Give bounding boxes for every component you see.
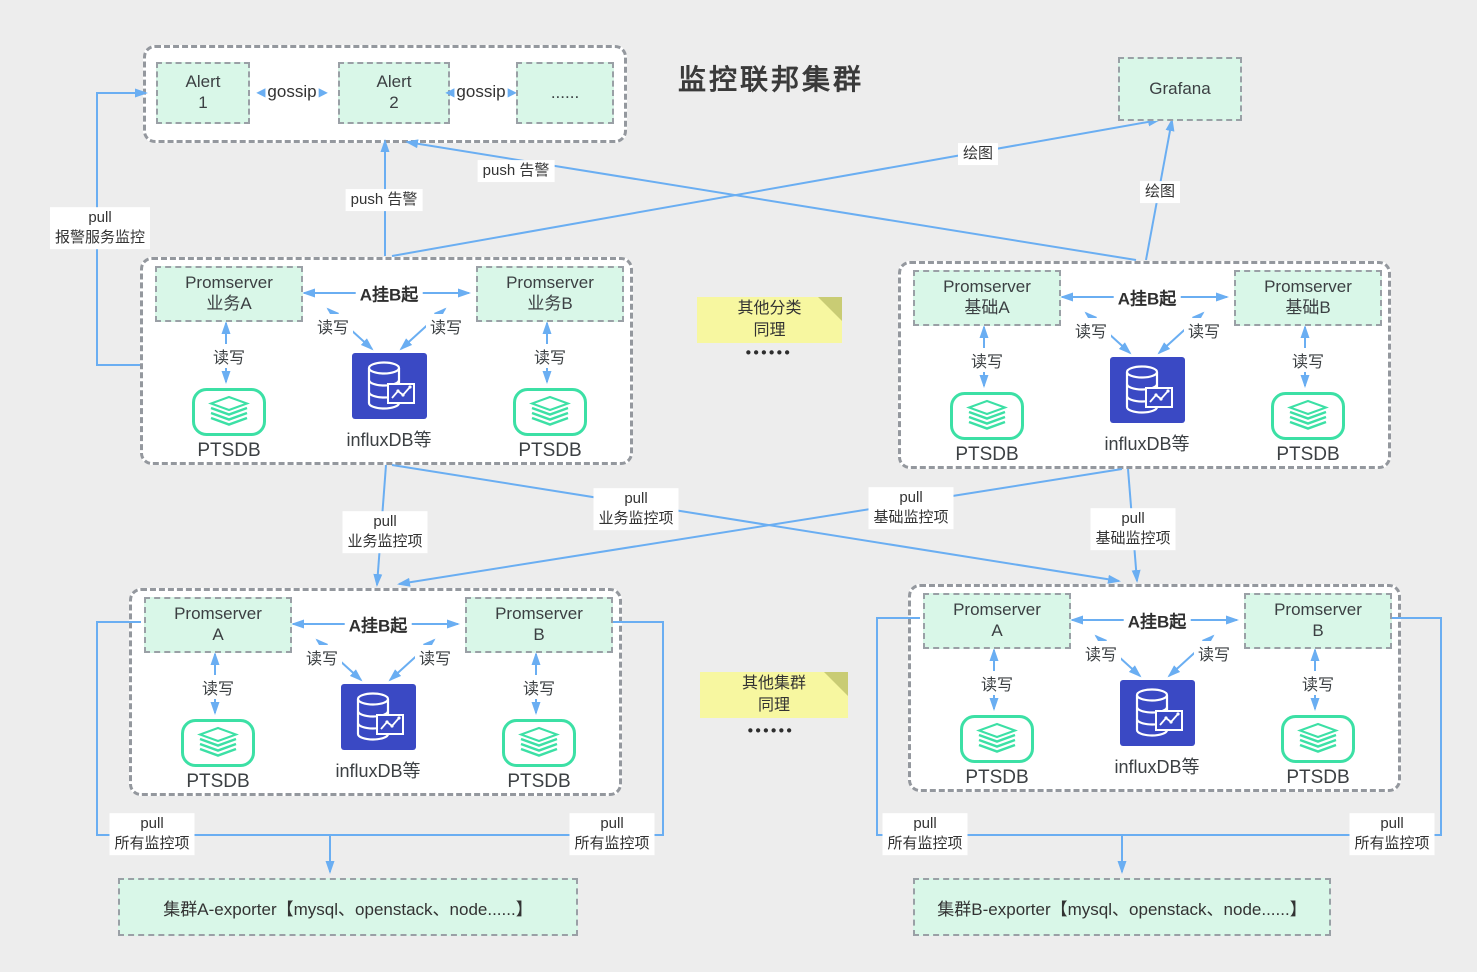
read-write-label: 读写 [976, 671, 1018, 695]
ha-failover-label: A挂B起 [355, 280, 423, 306]
alert-1-node: Alert 1 [156, 62, 250, 124]
ptsdb-icon [513, 388, 587, 436]
arrow-right-icon: ▶ [507, 85, 517, 99]
read-write-label: 读写 [301, 645, 343, 669]
influxdb-label: influxDB等 [346, 430, 432, 450]
sticky-note-other-clusters: 其他集群同理 [700, 672, 848, 718]
ptsdb-icon [192, 388, 266, 436]
note-fold-corner [818, 297, 842, 321]
arrow-left-icon: ◀ [445, 85, 455, 99]
edge-label-push-alert-left: push 告警 [345, 189, 423, 211]
ptsdb-label: PTSDB [197, 440, 261, 461]
arrow-left-icon: ◀ [256, 85, 266, 99]
influxdb-icon [1110, 357, 1185, 423]
gossip-link-right: ◀ gossip ▶ [445, 82, 517, 101]
page-title: 监控联邦集群 [678, 64, 865, 95]
read-write-label: 读写 [1297, 671, 1339, 695]
read-write-label: 读写 [1183, 318, 1225, 342]
read-write-label: 读写 [1193, 641, 1235, 665]
read-write-label: 读写 [529, 344, 571, 368]
ellipsis-dots: •••••• [747, 722, 795, 740]
ha-failover-label: A挂B起 [1113, 284, 1181, 310]
cluster-b-exporter-node: 集群B-exporter【mysql、openstack、node......】 [913, 878, 1331, 936]
ptsdb-icon [950, 392, 1024, 440]
read-write-label: 读写 [518, 675, 560, 699]
alert-more-node: ...... [516, 62, 614, 124]
influxdb-icon [352, 353, 427, 419]
arrow-right-icon: ▶ [318, 85, 328, 99]
alert-2-node: Alert 2 [338, 62, 450, 124]
read-write-label: 读写 [197, 675, 239, 699]
edge-label-draw-left: 绘图 [957, 143, 999, 165]
ptsdb-icon [1271, 392, 1345, 440]
cluster-a-exporter-node: 集群A-exporter【mysql、openstack、node......】 [118, 878, 578, 936]
ha-failover-label: A挂B起 [1123, 607, 1191, 633]
influxdb-label: influxDB等 [335, 761, 421, 781]
influxdb-icon [341, 684, 416, 750]
ptsdb-label: PTSDB [186, 771, 250, 792]
ptsdb-label: PTSDB [507, 771, 571, 792]
ptsdb-icon [502, 719, 576, 767]
influxdb-icon [1120, 680, 1195, 746]
read-write-label: 读写 [966, 348, 1008, 372]
ptsdb-icon [1281, 715, 1355, 763]
ptsdb-label: PTSDB [955, 444, 1019, 465]
read-write-label: 读写 [425, 314, 467, 338]
read-write-label: 读写 [1070, 318, 1112, 342]
ptsdb-icon [181, 719, 255, 767]
ha-failover-label: A挂B起 [344, 611, 412, 637]
ellipsis-dots: •••••• [745, 344, 793, 362]
read-write-label: 读写 [414, 645, 456, 669]
read-write-label: 读写 [312, 314, 354, 338]
read-write-label: 读写 [1080, 641, 1122, 665]
read-write-label: 读写 [1287, 348, 1329, 372]
ptsdb-label: PTSDB [965, 767, 1029, 788]
sticky-note-other-categories: 其他分类同理 [697, 297, 842, 343]
edge-label-draw-right: 绘图 [1139, 181, 1181, 203]
gossip-link-left: ◀ gossip ▶ [256, 82, 328, 101]
influxdb-label: influxDB等 [1104, 434, 1190, 454]
ptsdb-label: PTSDB [1286, 767, 1350, 788]
grafana-node: Grafana [1118, 57, 1242, 121]
note-fold-corner [824, 672, 848, 696]
ptsdb-label: PTSDB [1276, 444, 1340, 465]
read-write-label: 读写 [208, 344, 250, 368]
ptsdb-label: PTSDB [518, 440, 582, 461]
ptsdb-icon [960, 715, 1034, 763]
influxdb-label: influxDB等 [1114, 757, 1200, 777]
edge-label-push-alert-right: push 告警 [477, 160, 555, 182]
